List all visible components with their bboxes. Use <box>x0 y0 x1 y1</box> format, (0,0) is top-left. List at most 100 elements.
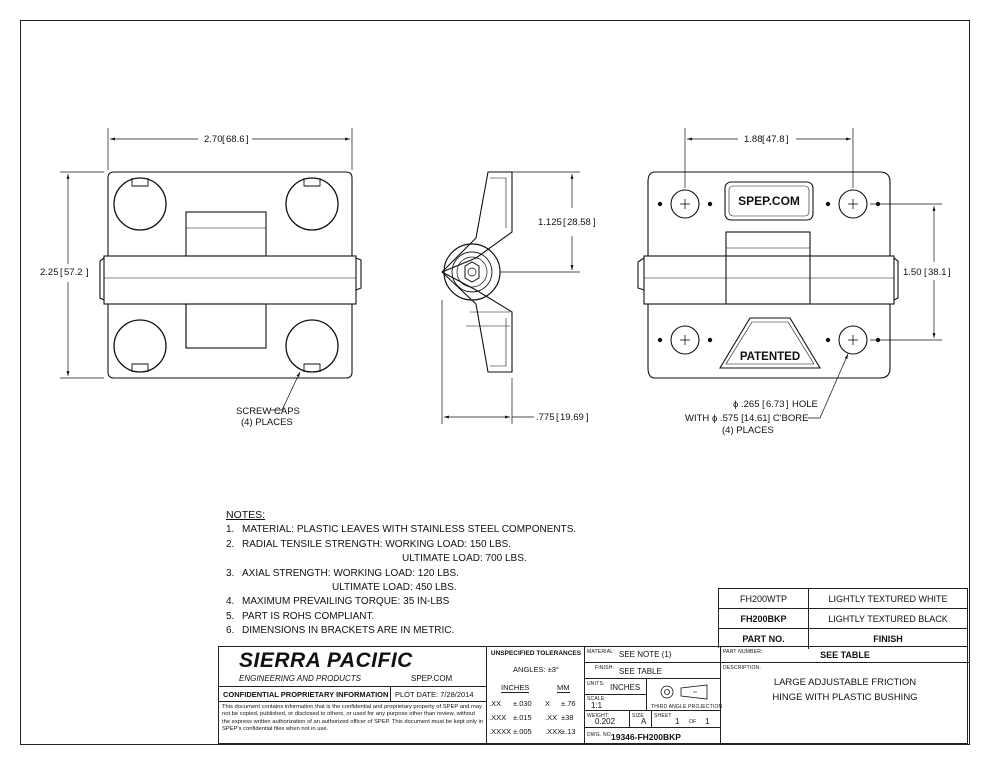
note-item: 6.DIMENSIONS IN BRACKETS ARE IN METRIC. <box>226 624 576 638</box>
back-width-bracket: [ <box>762 134 765 145</box>
confidential-title: CONFIDENTIAL PROPRIETARY INFORMATION <box>219 687 391 702</box>
sheet-of: OF <box>689 719 697 725</box>
screw-caps-places: (4) PLACES <box>241 417 293 428</box>
tolerance-mm-fmt: X <box>545 699 551 708</box>
back-view <box>637 171 899 379</box>
finish-row: FINISH: SEE TABLE <box>585 663 721 679</box>
front-height-bracket-close: ] <box>86 267 89 278</box>
third-angle-projection-icon <box>660 684 708 700</box>
back-width-bracket-close: ] <box>786 134 789 145</box>
part-number-label: PART NUMBER: <box>723 649 763 655</box>
material-row: MATERIAL: SEE NOTE (1) <box>585 647 721 663</box>
units-label: UNITS: <box>587 681 605 687</box>
front-height-metric: 57.2 <box>64 267 83 278</box>
size-divider <box>651 711 652 728</box>
size-value: A <box>641 717 647 726</box>
sheet-total: 1 <box>705 717 710 726</box>
dwg-row: DWG. NO. 19346-FH200BKP <box>585 728 721 745</box>
note-item: ULTIMATE LOAD: 450 LBS. <box>226 581 576 595</box>
front-width-bracket-close: ] <box>246 134 249 145</box>
patented-text: PATENTED <box>740 351 800 363</box>
tolerance-in-fmt: .XXXX <box>489 727 512 736</box>
tolerance-in-val: ±.005 <box>513 727 532 736</box>
side-depth-metric: 19.69 <box>560 412 584 423</box>
front-width-metric: 68.6 <box>226 134 245 145</box>
front-view <box>99 171 362 379</box>
back-height-dim: 1.50 <box>903 267 922 278</box>
sheet-label: SHEET <box>654 713 672 719</box>
company-section: SIERRA PACIFIC ENGINEERING AND PRODUCTS … <box>219 647 487 687</box>
spec-section: MATERIAL: SEE NOTE (1) FINISH: SEE TABLE… <box>585 647 723 745</box>
units-row: UNITS: INCHES <box>585 679 647 695</box>
note-number: 4. <box>226 596 235 608</box>
finish-label: FINISH: <box>595 665 615 671</box>
note-text: RADIAL TENSILE STRENGTH: WORKING LOAD: 1… <box>242 538 511 550</box>
finish-value: SEE TABLE <box>619 667 662 676</box>
size-label: SIZE <box>632 713 644 719</box>
back-width-metric: 47.8 <box>766 134 785 145</box>
tolerance-mm-val: ±.13 <box>561 727 576 736</box>
notes-list: 1.MATERIAL: PLASTIC LEAVES WITH STAINLES… <box>226 523 576 638</box>
note-number: 1. <box>226 524 235 536</box>
front-width-bracket: [ <box>222 134 225 145</box>
hole-metric: 6.73 <box>766 399 785 410</box>
side-height-dim: 1.125 <box>538 217 562 228</box>
description-label: DESCRIPTION: <box>723 665 761 671</box>
dwg-label: DWG. NO. <box>587 732 613 738</box>
scale-value: 1:1 <box>591 701 603 710</box>
back-width-dim: 1.88 <box>744 134 763 145</box>
note-item: 1.MATERIAL: PLASTIC LEAVES WITH STAINLES… <box>226 523 576 537</box>
back-height-metric: 38.1 <box>928 267 947 278</box>
notes-block: NOTES: 1.MATERIAL: PLASTIC LEAVES WITH S… <box>226 508 576 639</box>
side-depth-bracket: [ <box>556 412 559 423</box>
side-depth-dim: .775 <box>536 412 555 423</box>
projection-box: THIRD ANGLE PROJECTION <box>647 679 723 711</box>
note-number <box>226 552 242 566</box>
front-width-dim: 2.70 <box>204 134 223 145</box>
material-value: SEE NOTE (1) <box>619 650 672 659</box>
sheet-number: 1 <box>675 717 680 726</box>
side-height-bracket-close: ] <box>593 217 596 228</box>
plot-date: PLOT DATE: 7/28/2014 <box>391 687 487 702</box>
side-depth-bracket-close: ] <box>586 412 589 423</box>
projection-label: THIRD ANGLE PROJECTION <box>651 704 723 710</box>
tolerances-inches-label: INCHES <box>501 683 530 693</box>
plot-date-value: 7/28/2014 <box>440 690 474 699</box>
material-label: MATERIAL: <box>587 649 615 655</box>
note-number: 3. <box>226 567 235 579</box>
part-number-row: PART NUMBER: SEE TABLE <box>721 647 969 663</box>
dimension-labels: 2.70 [ 68.6 ] 2.25 [ 57.2 ] SCREW CAPS (… <box>40 134 951 436</box>
hole-bracket: [ <box>762 399 765 410</box>
back-height-bracket: [ <box>924 267 927 278</box>
cbore-diameter-symbol: ϕ <box>712 413 717 424</box>
finish-row-2-finish: LIGHTLY TEXTURED BLACK <box>809 609 967 629</box>
front-height-dim: 2.25 <box>40 267 59 278</box>
note-number: 6. <box>226 625 235 637</box>
finish-row-1-finish: LIGHTLY TEXTURED WHITE <box>809 589 967 609</box>
side-dimensions <box>441 171 580 424</box>
tolerance-mm-val: ±38 <box>561 713 574 722</box>
weight-label: WEIGHT: <box>587 713 610 719</box>
note-number: 2. <box>226 538 235 550</box>
hole-bracket-close: ] <box>786 399 789 410</box>
finish-row-2-part: FH200BKP <box>719 609 809 629</box>
hole-suffix: HOLE <box>792 399 818 410</box>
units-value: INCHES <box>610 683 641 692</box>
diameter-symbol: ϕ <box>733 399 738 410</box>
hole-places: (4) PLACES <box>722 425 774 436</box>
tolerance-mm-fmt: .XXX <box>545 727 563 736</box>
scale-label: SCALE: <box>587 696 606 702</box>
note-number: 5. <box>226 610 235 622</box>
tolerances-title: UNSPECIFIED TOLERANCES <box>490 650 582 657</box>
weight-row: WEIGHT: 0.202 SIZE A SHEET 1 OF 1 <box>585 711 721 728</box>
tolerance-in-val: ±.015 <box>513 713 532 722</box>
scale-row: SCALE: 1:1 <box>585 695 647 711</box>
back-height-bracket-close: ] <box>948 267 951 278</box>
side-height-bracket: [ <box>563 217 566 228</box>
confidential-text: This document contains information that … <box>219 702 487 745</box>
note-text: AXIAL STRENGTH: WORKING LOAD: 120 LBS. <box>242 567 459 579</box>
note-item: 2. RADIAL TENSILE STRENGTH: WORKING LOAD:… <box>226 538 576 552</box>
note-item: ULTIMATE LOAD: 700 LBS. <box>226 552 576 566</box>
front-height-bracket: [ <box>60 267 63 278</box>
